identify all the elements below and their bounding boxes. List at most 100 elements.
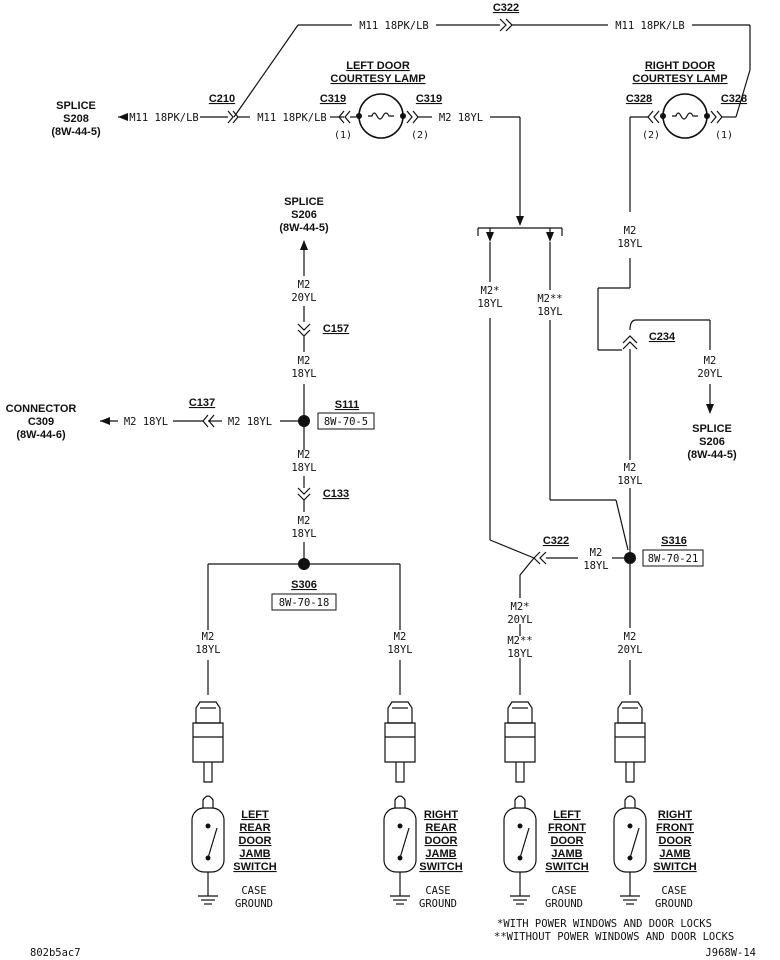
svg-text:FRONT: FRONT [548,822,586,834]
svg-text:DOOR: DOOR [659,835,692,847]
wire-m2-g: M2 [624,225,637,237]
ground-3-case: CASE [551,885,576,897]
wire-m2-star-b: M2* [511,601,530,613]
wire-m2-j: M2 [590,547,603,559]
lamp-right-l1: RIGHT DOOR [645,60,715,72]
connector-c322-mid: C322 [543,535,569,547]
svg-text:FRONT: FRONT [656,822,694,834]
wire-m2-f: M2 [394,631,407,643]
wire-18yl-e: 18YL [195,644,220,656]
svg-text:JAMB: JAMB [425,848,456,860]
svg-text:DOOR: DOOR [425,835,458,847]
wire-m2-i: M2 [624,462,637,474]
wire-18yl-c: 18YL [291,462,316,474]
svg-text:RIGHT: RIGHT [424,809,459,821]
note-without-power: **WITHOUT POWER WINDOWS AND DOOR LOCKS [494,931,734,943]
m11-wiring [118,18,751,124]
pin-1-left: (1) [334,130,352,141]
wire-20yl-d: 20YL [617,644,642,656]
svg-text:LEFT: LEFT [553,809,581,821]
splice-s206-right-l3: (8W-44-5) [687,449,737,461]
svg-text:JAMB: JAMB [239,848,270,860]
wire-20yl-c: 20YL [507,614,532,626]
ground-1-ground: GROUND [235,898,273,910]
svg-text:JAMB: JAMB [551,848,582,860]
splice-s111-ref-box [317,412,375,430]
splice-s208-l3: (8W-44-5) [51,126,101,138]
wire-m11-top-r: M11 18PK/LB [615,20,685,32]
wire-m2-k: M2 [624,631,637,643]
ground-2-case: CASE [425,885,450,897]
wire-m11-top-l: M11 18PK/LB [359,20,429,32]
ground-4-ground: GROUND [655,898,693,910]
splice-s206-right-l1: SPLICE [692,423,732,435]
wire-18yl-k: 18YL [583,560,608,572]
switch-label-rf: RIGHT FRONT DOOR JAMB SWITCH [653,809,696,873]
switch-label-rr: RIGHT REAR DOOR JAMB SWITCH [419,809,462,873]
svg-text:DOOR: DOOR [239,835,272,847]
splice-s316-ref: 8W-70-21 [648,553,699,565]
ground-3-ground: GROUND [545,898,583,910]
splice-s206-right-l2: S206 [699,436,725,448]
wire-20yl-b: 20YL [697,368,722,380]
connector-c157: C157 [323,323,349,335]
svg-text:LEFT: LEFT [241,809,269,821]
svg-text:SWITCH: SWITCH [419,861,462,873]
connector-c309-l3: (8W-44-6) [16,429,66,441]
splice-s206-top-l1: SPLICE [284,196,324,208]
svg-text:REAR: REAR [239,822,270,834]
lamp-left-l1: LEFT DOOR [346,60,410,72]
wire-m2-c137b: M2 18YL [228,416,272,428]
ground-2-ground: GROUND [419,898,457,910]
svg-text:SWITCH: SWITCH [653,861,696,873]
splice-s306: S306 [291,579,317,591]
wire-18yl-l: 18YL [507,648,532,660]
lamp-left-l2: COURTESY LAMP [330,73,425,85]
wire-m2-d: M2 [298,515,311,527]
switch-right-rear[interactable] [383,701,417,905]
ground-1-case: CASE [241,885,266,897]
ground-4-case: CASE [661,885,686,897]
pin-1-right: (1) [715,130,733,141]
splice-s316-ref-box [642,549,704,567]
footer-left-id: 802b5ac7 [30,947,81,959]
connector-c137: C137 [189,397,215,409]
wire-18yl-j: 18YL [617,475,642,487]
connector-c309-l2: C309 [28,416,54,428]
connector-c319-l: C319 [320,93,346,105]
switch-label-lf: LEFT FRONT DOOR JAMB SWITCH [545,809,588,873]
right-door-courtesy-lamp [597,93,736,460]
splice-s306-ref: 8W-70-18 [279,597,330,609]
note-with-power: *WITH POWER WINDOWS AND DOOR LOCKS [497,918,712,930]
splice-s206-top-l3: (8W-44-5) [279,222,329,234]
footer-right-id: J968W-14 [705,947,756,959]
wire-20yl-a: 20YL [291,292,316,304]
connector-c319-r: C319 [416,93,442,105]
splice-s206-top-l2: S206 [291,209,317,221]
wire-split-bracket [477,227,629,551]
splice-s111-ref: 8W-70-5 [324,416,368,428]
connector-c322-top: C322 [493,2,519,14]
wire-m2-dstar-b: M2** [507,635,532,647]
wire-m2-a: M2 [298,279,311,291]
connector-c309-l1: CONNECTOR [6,403,77,415]
svg-text:RIGHT: RIGHT [658,809,693,821]
connector-c210: C210 [209,93,235,105]
wire-m2-b: M2 [298,355,311,367]
switch-left-rear[interactable] [191,701,225,905]
right-trunk [489,488,636,695]
wire-m11-left-a: M11 18PK/LB [129,112,199,124]
wire-18yl-d: 18YL [291,528,316,540]
splice-s316: S316 [661,535,687,547]
lamp-right-l2: COURTESY LAMP [632,73,727,85]
wire-m2-e: M2 [202,631,215,643]
splice-s208-l1: SPLICE [56,100,96,112]
svg-text:SWITCH: SWITCH [545,861,588,873]
splice-s111: S111 [335,399,359,411]
wire-m2-star-a: M2* [481,285,500,297]
switch-right-front[interactable] [613,701,647,905]
switch-left-front[interactable] [503,701,537,905]
switch-label-lr: LEFT REAR DOOR JAMB SWITCH [233,809,276,873]
splice-s306-ref-box [271,593,337,611]
